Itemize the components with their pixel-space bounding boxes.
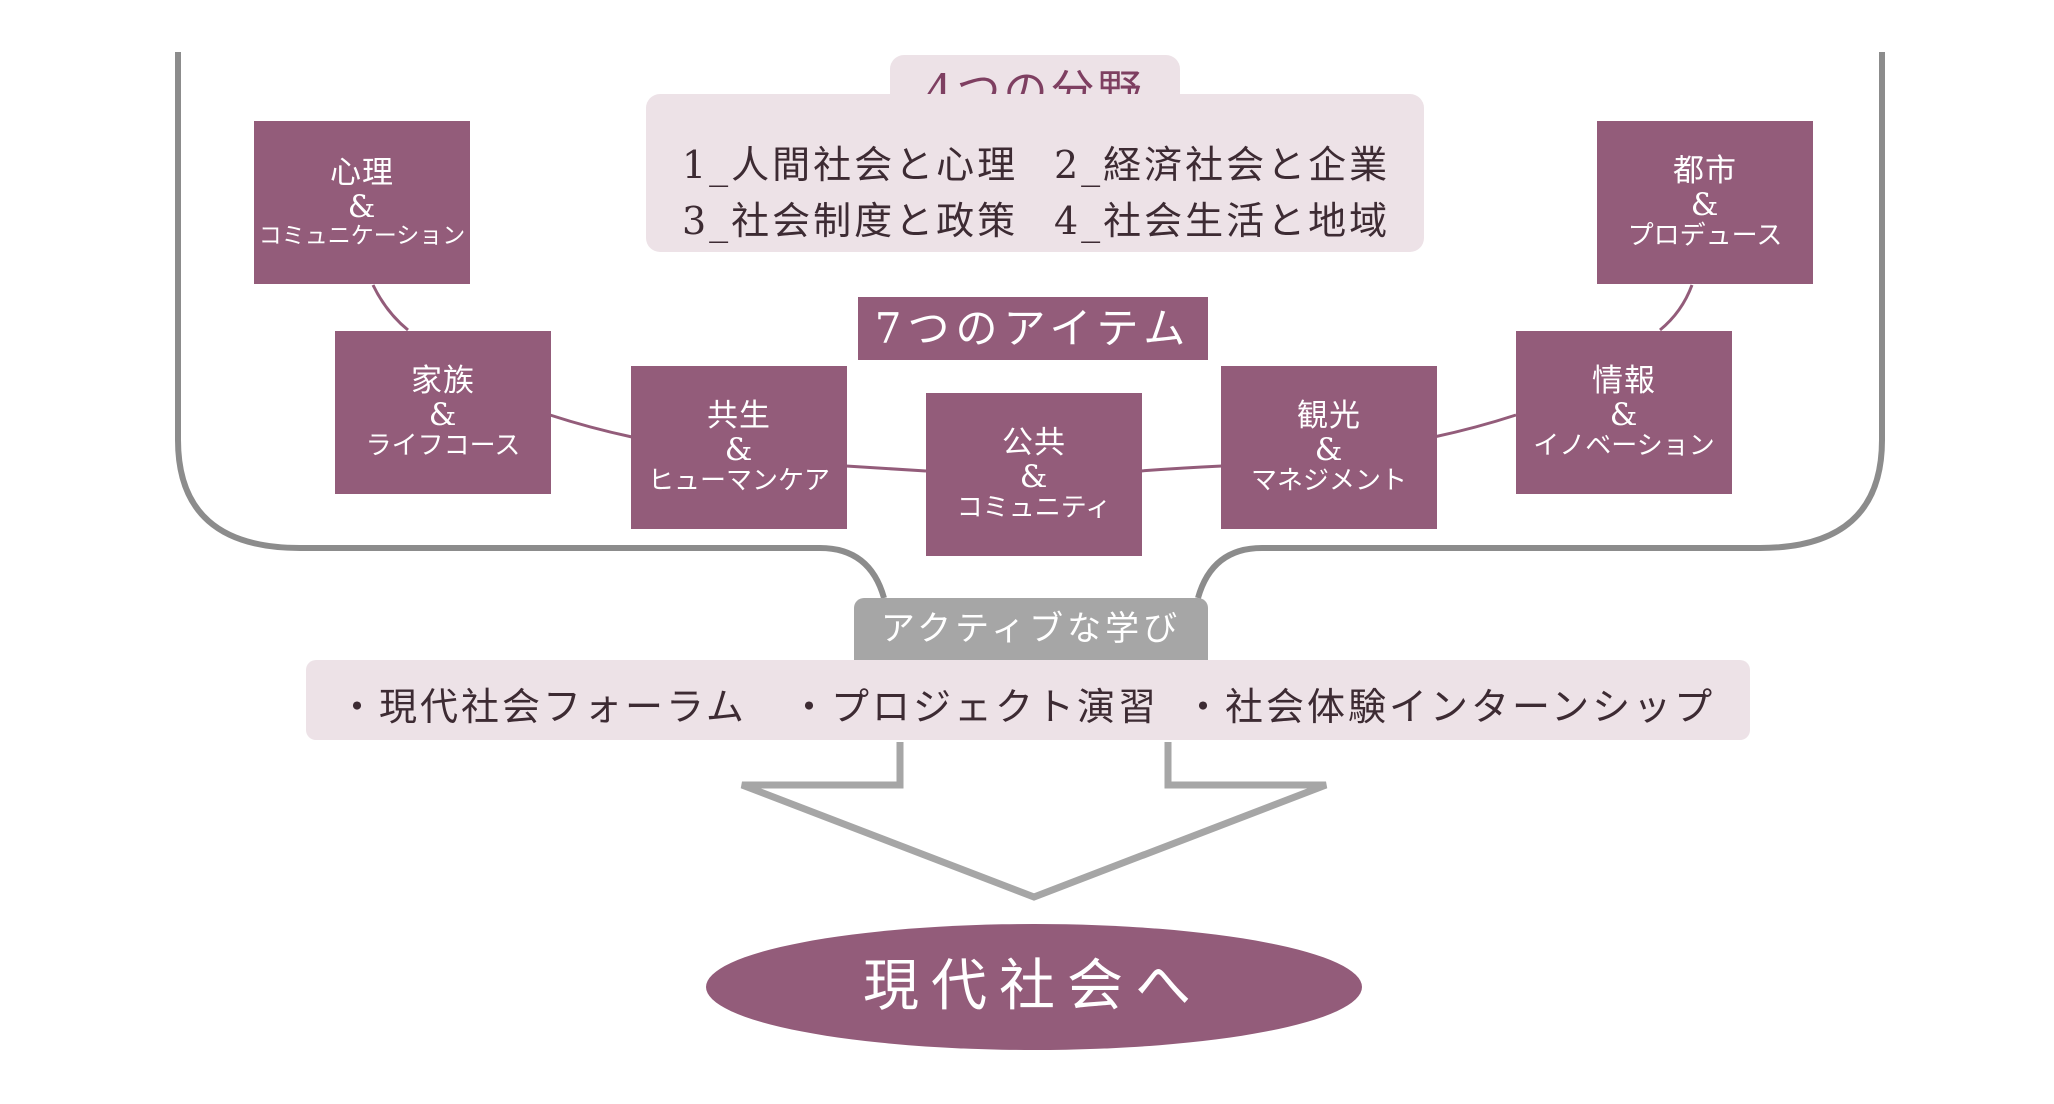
- field-item: 4_社会生活と地域: [1054, 199, 1391, 243]
- item-line2: コミュニケーション: [258, 222, 466, 249]
- item-line2: イノベーション: [1533, 431, 1715, 462]
- field-item: 1_人間社会と心理: [682, 143, 1019, 187]
- goal-ellipse: [706, 924, 1362, 1050]
- item-box-coexistence: 共生 & ヒューマンケア: [631, 366, 847, 529]
- item-amp: &: [428, 397, 458, 434]
- item-line1: 都市: [1673, 153, 1737, 190]
- item-line2: ヒューマンケア: [647, 466, 830, 497]
- field-item: 3_社会制度と政策: [682, 199, 1019, 243]
- connector-3-4: [845, 464, 927, 473]
- item-box-information: 情報 & イノベーション: [1516, 331, 1732, 494]
- item-box-psychology: 心理 & コミュニケーション: [254, 121, 470, 284]
- item-line1: 情報: [1592, 363, 1656, 400]
- active-learning-bar: [306, 660, 1750, 740]
- items-title: 7つのアイテム: [858, 297, 1208, 360]
- item-line2: プロデュース: [1627, 221, 1783, 252]
- item-amp: &: [347, 188, 377, 225]
- item-amp: &: [1609, 397, 1639, 434]
- active-learning-item: ・社会体験インターンシップ: [1184, 685, 1716, 729]
- field-item: 2_経済社会と企業: [1054, 143, 1391, 187]
- item-amp: &: [1690, 187, 1720, 224]
- item-line1: 家族: [411, 363, 475, 400]
- goal-label: 現代社会へ: [863, 954, 1203, 1019]
- item-box-tourism: 観光 & マネジメント: [1221, 366, 1437, 529]
- item-line1: 共生: [707, 398, 771, 435]
- connector-1-2: [371, 284, 409, 332]
- item-line2: ライフコース: [365, 431, 521, 462]
- item-amp: &: [1314, 432, 1344, 469]
- connector-5-6: [1433, 413, 1517, 439]
- arrow-outline: [740, 742, 1328, 901]
- fields-panel: [646, 94, 1424, 252]
- connector-6-7: [1659, 284, 1694, 332]
- active-learning-item: ・プロジェクト演習: [790, 685, 1160, 729]
- item-amp: &: [1019, 459, 1049, 496]
- item-line2: コミュニティ: [956, 493, 1112, 524]
- active-learning-item: ・現代社会フォーラム: [338, 685, 747, 729]
- item-line1: 公共: [1002, 425, 1066, 462]
- item-box-public: 公共 & コミュニティ: [926, 393, 1142, 556]
- item-amp: &: [724, 432, 754, 469]
- item-box-family: 家族 & ライフコース: [335, 331, 551, 494]
- item-line1: 心理: [330, 154, 394, 191]
- active-learning-label: アクティブな学び: [854, 598, 1208, 660]
- connector-4-5: [1139, 464, 1223, 473]
- item-box-urban: 都市 & プロデュース: [1597, 121, 1813, 284]
- connector-2-3: [549, 413, 633, 439]
- bracket-outline: [175, 52, 1885, 599]
- item-line1: 観光: [1297, 398, 1361, 435]
- item-line2: マネジメント: [1250, 466, 1407, 497]
